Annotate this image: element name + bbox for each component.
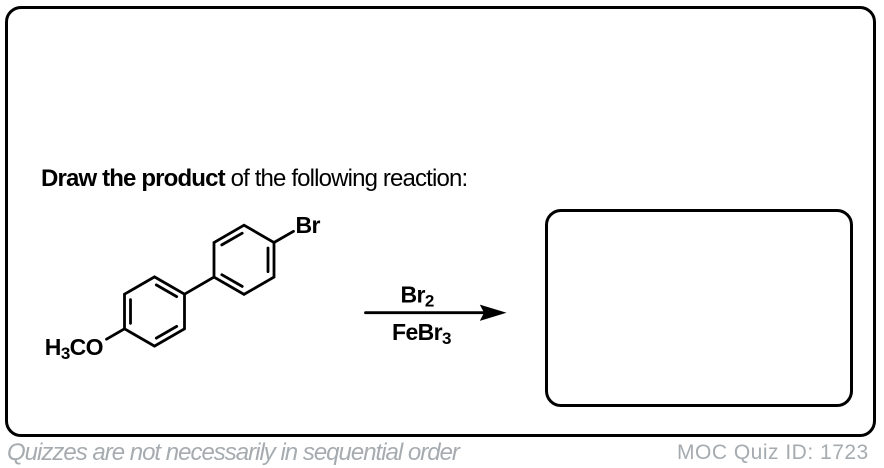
- svg-text:FeBr3: FeBr3: [392, 319, 451, 348]
- svg-text:Br2: Br2: [401, 282, 434, 311]
- svg-text:H3CO: H3CO: [45, 334, 103, 363]
- svg-text:Br: Br: [296, 212, 321, 238]
